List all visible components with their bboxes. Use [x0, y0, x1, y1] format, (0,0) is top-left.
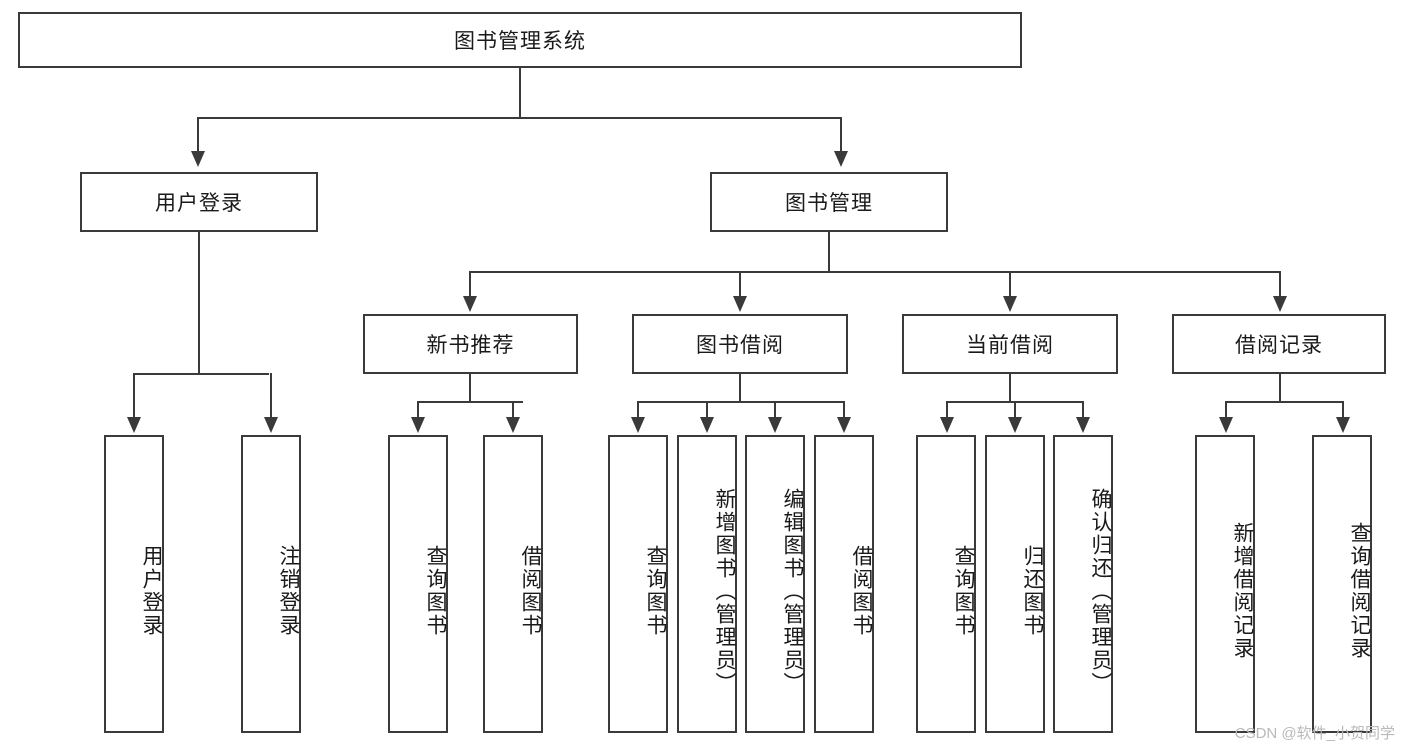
leaf-user-login[interactable]: 用户登录	[104, 435, 164, 733]
connector-drop-nbr-leaf-2	[512, 401, 514, 419]
connector-drop-book-borrow	[739, 271, 741, 298]
node-label: 查询图书	[952, 545, 975, 637]
node-label: 归还图书	[1021, 545, 1044, 637]
connector-new-book-recommend-stem	[469, 374, 471, 402]
arrowhead-bb-leaf-3	[768, 417, 782, 433]
leaf-cb-confirm-return-admin[interactable]: 确认归还（管理员）	[1053, 435, 1113, 733]
node-label: 查询图书	[424, 545, 447, 637]
node-label: 借阅图书	[519, 545, 542, 637]
arrowhead-book-borrow	[733, 296, 747, 312]
node-label: 新增借阅记录	[1231, 522, 1254, 660]
node-new-book-recommend[interactable]: 新书推荐	[363, 314, 578, 374]
connector-drop-book-management	[840, 117, 842, 153]
connector-drop-bb-leaf-3	[774, 401, 776, 419]
node-label: 新书推荐	[426, 334, 515, 357]
arrowhead-nbr-leaf-2	[506, 417, 520, 433]
node-label: 借阅图书	[850, 545, 873, 637]
leaf-bb-edit-book-admin[interactable]: 编辑图书（管理员）	[745, 435, 805, 733]
node-label: 当前借阅	[966, 334, 1054, 357]
leaf-cb-query-book[interactable]: 查询图书	[916, 435, 976, 733]
leaf-bb-query-book[interactable]: 查询图书	[608, 435, 668, 733]
leaf-br-add-record[interactable]: 新增借阅记录	[1195, 435, 1255, 733]
connector-new-book-recommend-bus	[417, 401, 523, 403]
arrowhead-bb-leaf-2	[700, 417, 714, 433]
node-label: 图书管理系统	[454, 30, 586, 53]
leaf-logout[interactable]: 注销登录	[241, 435, 301, 733]
node-current-borrow[interactable]: 当前借阅	[902, 314, 1118, 374]
node-label: 用户登录	[140, 545, 163, 637]
arrowhead-user-login-leaf-1	[127, 417, 141, 433]
connector-root-stem	[519, 68, 521, 118]
connector-drop-bb-leaf-4	[843, 401, 845, 419]
arrowhead-book-management	[834, 151, 848, 167]
node-label: 用户登录	[155, 192, 243, 215]
node-root-book-management-system[interactable]: 图书管理系统	[18, 12, 1022, 68]
node-label: 图书管理	[785, 192, 873, 215]
connector-book-borrow-bus	[637, 401, 844, 403]
connector-drop-borrow-record	[1279, 271, 1281, 298]
leaf-nbr-borrow-book[interactable]: 借阅图书	[483, 435, 543, 733]
node-label: 确认归还（管理员）	[1089, 487, 1112, 695]
arrowhead-bb-leaf-1	[631, 417, 645, 433]
node-label: 新增图书（管理员）	[713, 487, 736, 695]
connector-drop-user-login	[197, 117, 199, 153]
leaf-br-query-record[interactable]: 查询借阅记录	[1312, 435, 1372, 733]
connector-current-borrow-stem	[1009, 374, 1011, 402]
connector-borrow-record-bus	[1225, 401, 1343, 403]
node-label: 图书借阅	[696, 334, 784, 357]
connector-book-borrow-stem	[739, 374, 741, 402]
connector-drop-cb-leaf-2	[1014, 401, 1016, 419]
leaf-nbr-query-book[interactable]: 查询图书	[388, 435, 448, 733]
arrowhead-br-leaf-2	[1336, 417, 1350, 433]
connector-drop-cb-leaf-3	[1082, 401, 1084, 419]
arrowhead-user-login	[191, 151, 205, 167]
connector-drop-user-login-leaf-2	[270, 373, 272, 419]
connector-level2-bus	[197, 117, 841, 119]
node-book-borrow[interactable]: 图书借阅	[632, 314, 848, 374]
node-book-management[interactable]: 图书管理	[710, 172, 948, 232]
csdn-watermark: CSDN @软件_小贺同学	[1234, 725, 1395, 742]
arrowhead-user-login-leaf-2	[264, 417, 278, 433]
leaf-cb-return-book[interactable]: 归还图书	[985, 435, 1045, 733]
arrowhead-bb-leaf-4	[837, 417, 851, 433]
connector-drop-user-login-leaf-1	[133, 373, 135, 419]
arrowhead-br-leaf-1	[1219, 417, 1233, 433]
connector-drop-br-leaf-1	[1225, 401, 1227, 419]
node-label: 查询图书	[644, 545, 667, 637]
leaf-bb-borrow-book[interactable]: 借阅图书	[814, 435, 874, 733]
connector-drop-cb-leaf-1	[946, 401, 948, 419]
connector-user-login-bus	[133, 373, 269, 375]
node-label: 查询借阅记录	[1348, 522, 1371, 660]
node-label: 借阅记录	[1235, 334, 1323, 357]
connector-drop-nbr-leaf-1	[417, 401, 419, 419]
connector-book-management-stem	[828, 232, 830, 273]
connector-level3-bus	[469, 271, 1281, 273]
arrowhead-cb-leaf-3	[1076, 417, 1090, 433]
node-label: 注销登录	[277, 545, 300, 637]
node-borrow-record[interactable]: 借阅记录	[1172, 314, 1386, 374]
node-user-login[interactable]: 用户登录	[80, 172, 318, 232]
connector-drop-current-borrow	[1009, 271, 1011, 298]
connector-user-login-stem	[198, 232, 200, 374]
connector-drop-bb-leaf-2	[706, 401, 708, 419]
connector-drop-new-book-recommend	[469, 271, 471, 298]
arrowhead-current-borrow	[1003, 296, 1017, 312]
connector-drop-br-leaf-2	[1342, 401, 1344, 419]
connector-drop-bb-leaf-1	[637, 401, 639, 419]
arrowhead-nbr-leaf-1	[411, 417, 425, 433]
connector-borrow-record-stem	[1279, 374, 1281, 402]
arrowhead-new-book-recommend	[463, 296, 477, 312]
leaf-bb-add-book-admin[interactable]: 新增图书（管理员）	[677, 435, 737, 733]
node-label: 编辑图书（管理员）	[781, 487, 804, 695]
arrowhead-cb-leaf-2	[1008, 417, 1022, 433]
arrowhead-cb-leaf-1	[940, 417, 954, 433]
arrowhead-borrow-record	[1273, 296, 1287, 312]
